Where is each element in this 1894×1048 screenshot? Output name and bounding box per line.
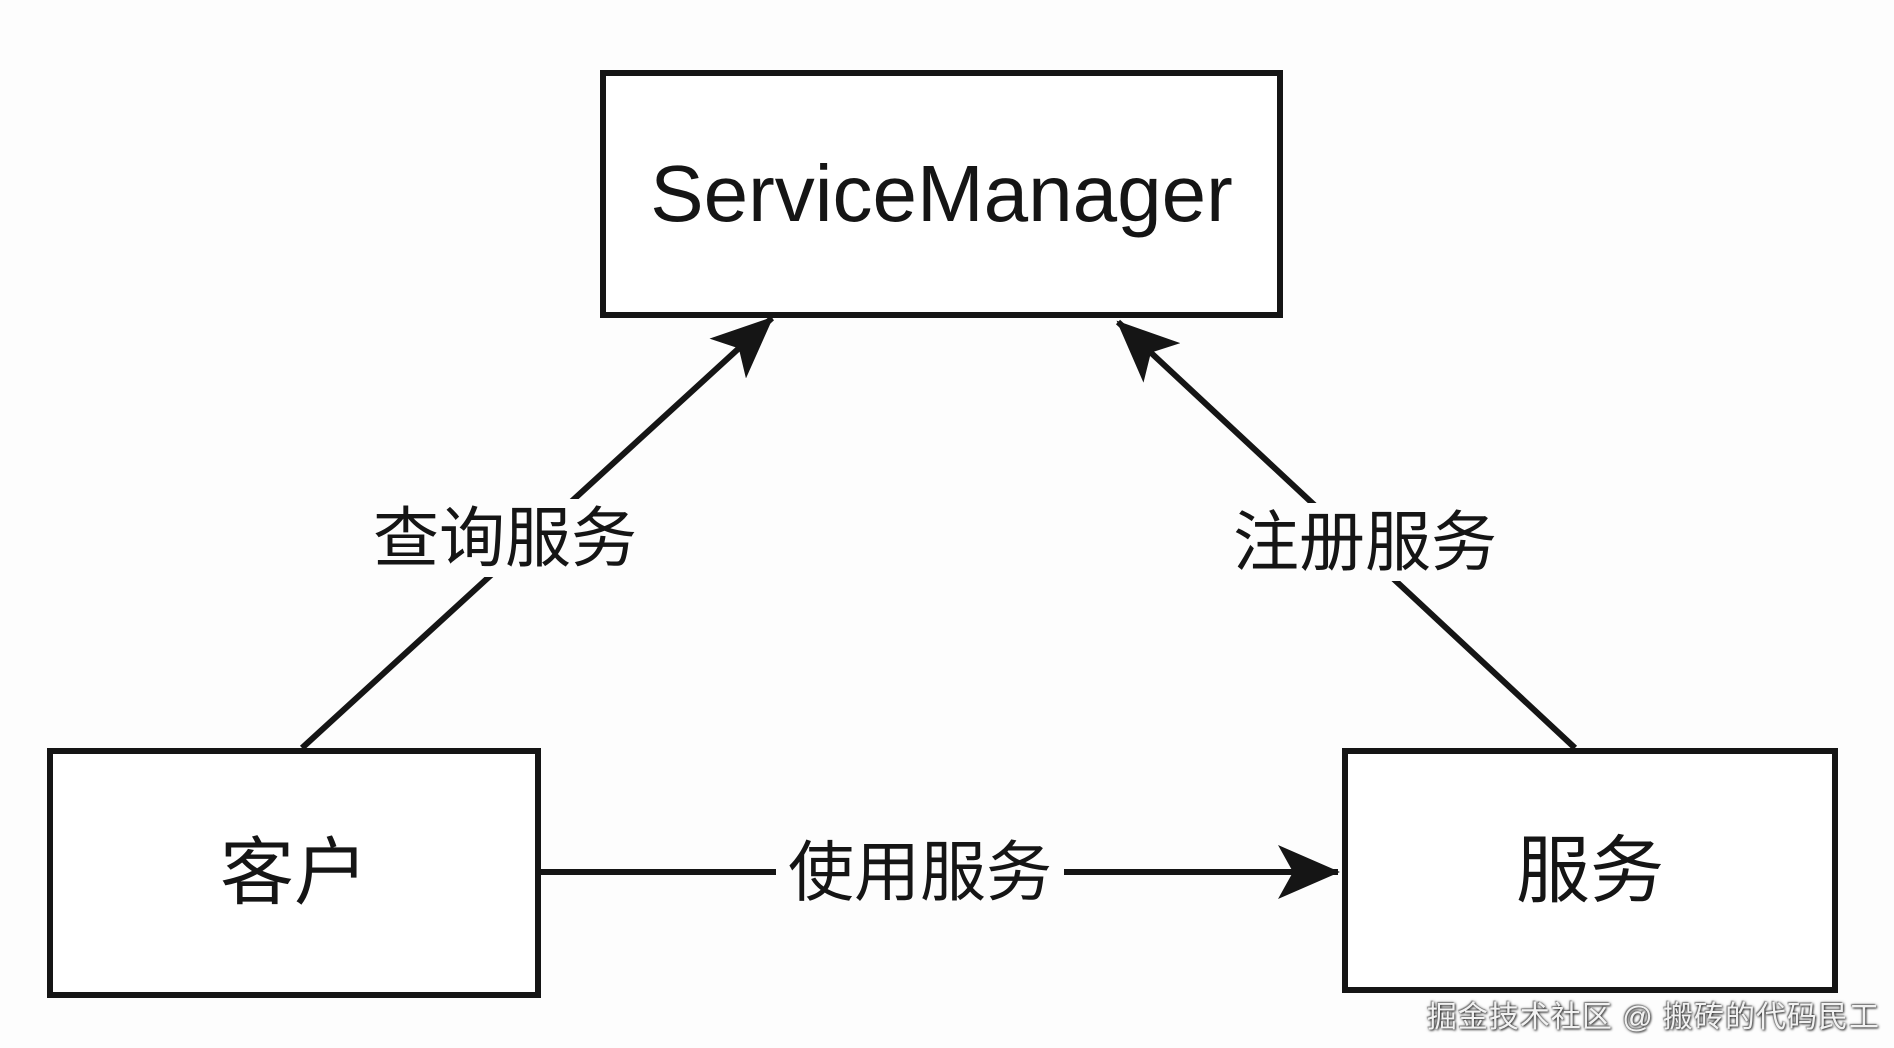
edge-register-label: 注册服务 xyxy=(1221,503,1509,581)
node-service-label: 服务 xyxy=(1516,828,1664,912)
edge-use-label: 使用服务 xyxy=(776,833,1064,911)
node-servicemanager: ServiceManager xyxy=(600,70,1283,318)
node-client-label: 客户 xyxy=(220,831,368,914)
node-service: 服务 xyxy=(1342,748,1838,993)
edge-query-label: 查询服务 xyxy=(361,499,649,577)
node-client: 客户 xyxy=(47,748,541,998)
watermark-text: 掘金技术社区 @ 搬砖的代码民工 xyxy=(1426,1001,1880,1034)
node-servicemanager-label: ServiceManager xyxy=(650,149,1233,238)
